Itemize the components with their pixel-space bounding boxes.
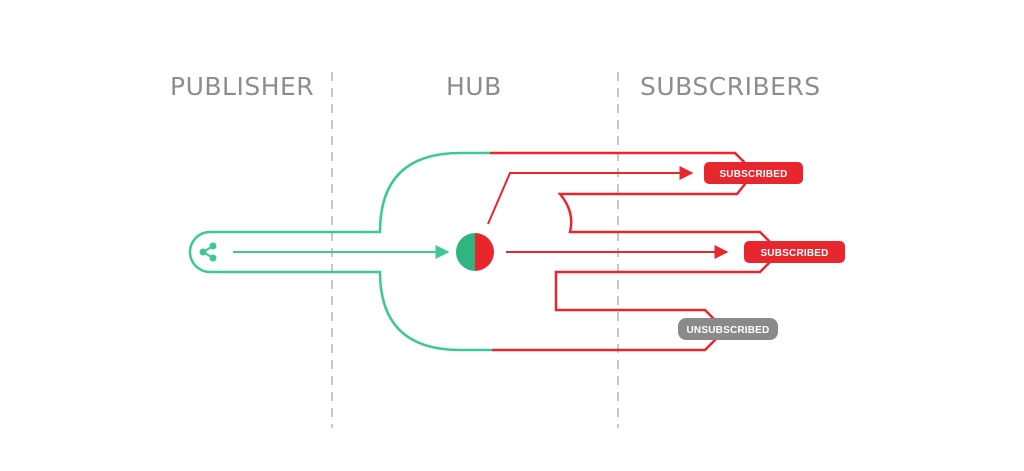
subscriber-status-1: SUBSCRIBED <box>719 169 787 180</box>
subscriber-badge-3: UNSUBSCRIBED <box>678 318 778 340</box>
share-icon <box>199 242 217 262</box>
subscribers-heading: SUBSCRIBERS <box>640 72 821 101</box>
subscriber-status-2: SUBSCRIBED <box>760 248 828 259</box>
subscriber-channels-outline <box>490 151 772 352</box>
deliver-arrow-1 <box>487 166 694 225</box>
subscriber-status-3: UNSUBSCRIBED <box>687 325 770 336</box>
hub-node-icon <box>456 233 494 271</box>
publisher-heading: PUBLISHER <box>170 72 315 101</box>
subscriber-badge-2: SUBSCRIBED <box>744 241 845 263</box>
subscriber-badge-1: SUBSCRIBED <box>704 162 803 184</box>
hub-heading: HUB <box>446 72 502 101</box>
publisher-channel-outline <box>188 151 492 352</box>
